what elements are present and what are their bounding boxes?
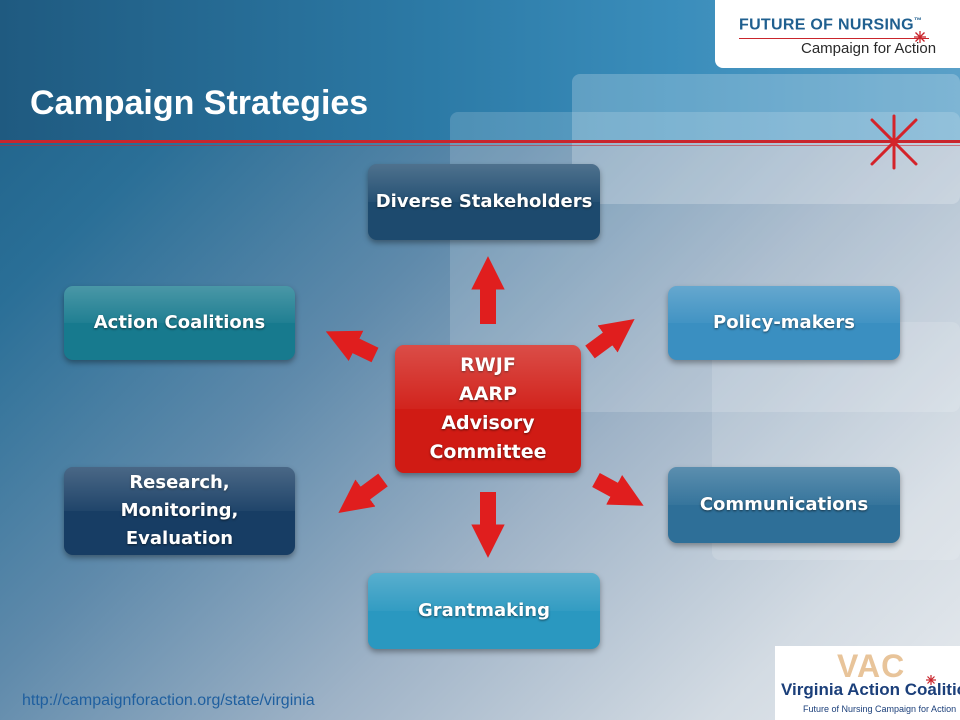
vac-name: Virginia Action Coalition bbox=[781, 680, 960, 699]
arrow-lower-left bbox=[338, 473, 388, 513]
arrow-lower-right bbox=[592, 472, 644, 506]
arrow-upper-left bbox=[325, 330, 379, 363]
vac-subtitle: Future of Nursing Campaign for Action bbox=[803, 704, 957, 714]
arrow-upper-right bbox=[585, 319, 635, 359]
star-icon bbox=[926, 675, 936, 685]
node-action-coalitions: Action Coalitions bbox=[64, 286, 295, 360]
node-research-monitoring-evaluation: Research, Monitoring, Evaluation bbox=[64, 467, 295, 555]
close-x-icon bbox=[870, 114, 918, 170]
node-communications: Communications bbox=[668, 467, 900, 543]
node-center-rwjf-aarp: RWJF AARP Advisory Committee bbox=[395, 345, 581, 473]
logo-title: FUTURE OF NURSING™ bbox=[739, 16, 922, 34]
header-rule-thin bbox=[0, 145, 960, 146]
virginia-action-coalition-logo: VAC Virginia Action Coalition Future of … bbox=[775, 646, 960, 720]
logo-rule bbox=[739, 38, 929, 39]
logo-subtitle: Campaign for Action bbox=[801, 40, 937, 57]
logo-trademark: ™ bbox=[913, 16, 923, 25]
node-grantmaking: Grantmaking bbox=[368, 573, 600, 649]
logo-title-text: FUTURE OF NURSING bbox=[739, 16, 914, 34]
node-diverse-stakeholders: Diverse Stakeholders bbox=[368, 164, 600, 240]
star-icon bbox=[914, 31, 926, 43]
vac-mark: VAC bbox=[837, 648, 906, 684]
node-policy-makers: Policy-makers bbox=[668, 286, 900, 360]
future-of-nursing-logo: FUTURE OF NURSING™ Campaign for Action bbox=[715, 0, 960, 68]
footer-url[interactable]: http://campaignforaction.org/state/virgi… bbox=[22, 692, 315, 709]
header-rule bbox=[0, 140, 960, 143]
page-title: Campaign Strategies bbox=[30, 84, 369, 122]
